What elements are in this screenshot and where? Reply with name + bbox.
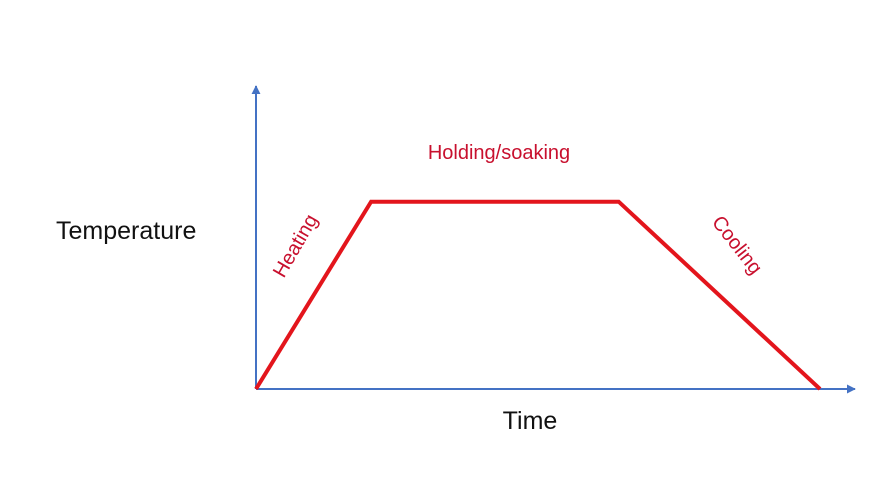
cooling-label: Cooling	[707, 212, 766, 279]
x-axis-title: Time	[503, 407, 558, 435]
heating-label: Heating	[269, 211, 323, 282]
holding-label: Holding/soaking	[428, 142, 570, 164]
temperature-profile-line	[254, 199, 822, 391]
y-axis-title: Temperature	[56, 217, 196, 245]
